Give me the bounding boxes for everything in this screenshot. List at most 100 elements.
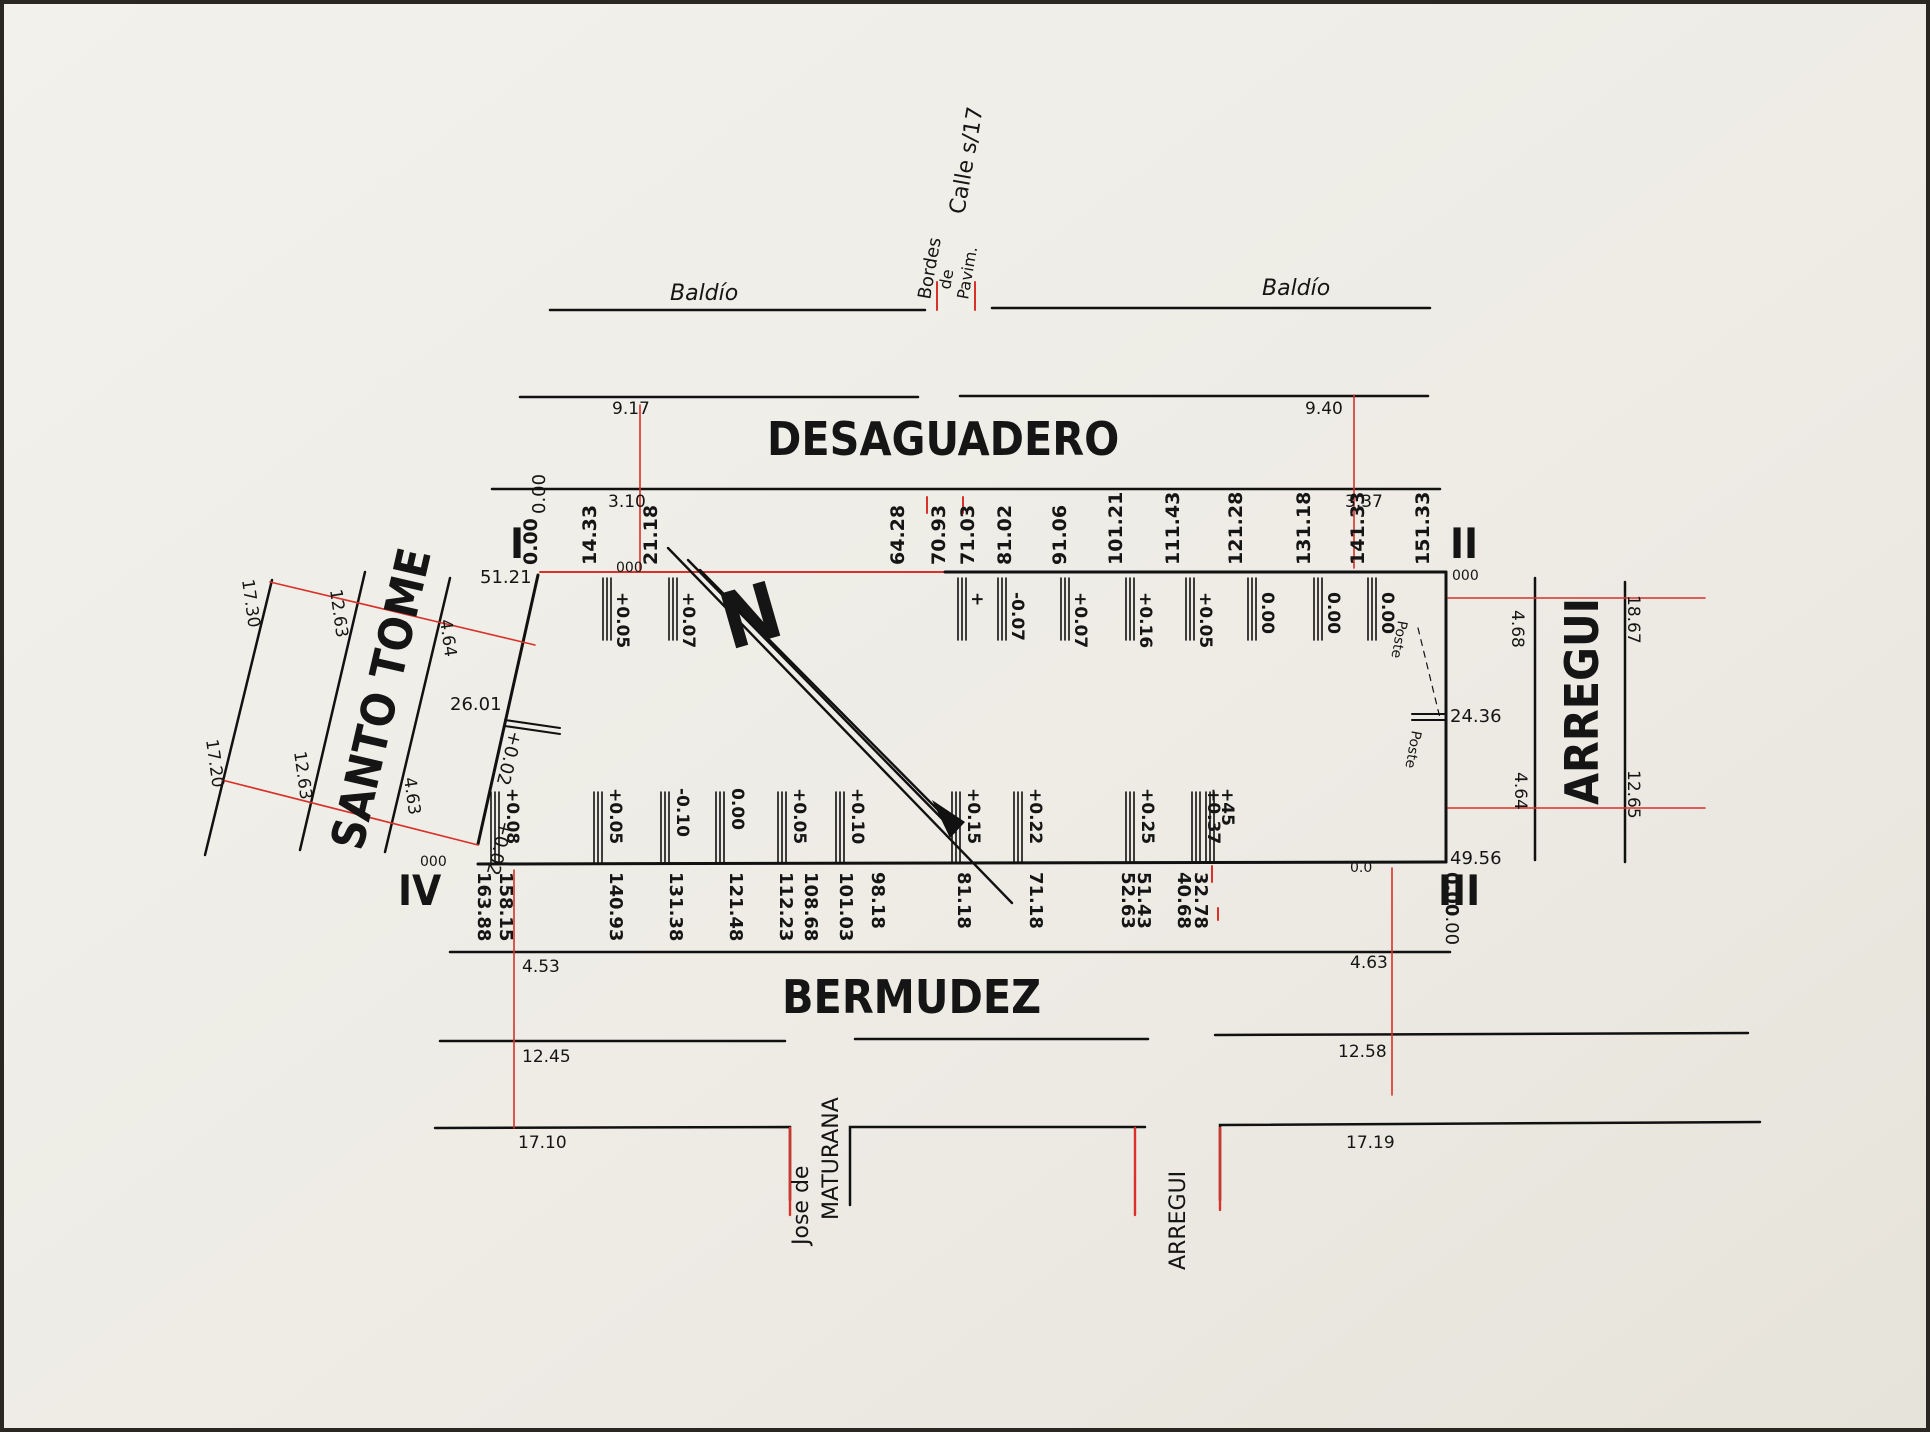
level-top-label: 0.00 [1257, 592, 1277, 634]
level-bottom-label: +0.25 [1137, 788, 1157, 844]
station-top-label: 111.43 [1162, 492, 1184, 565]
station-top-label: 131.18 [1293, 492, 1315, 565]
offset-right-468: 4.68 [1507, 610, 1527, 648]
street-label-jose-de: Jose de [789, 1166, 814, 1247]
station-top-label: 70.93 [928, 505, 950, 565]
station-top-label: 101.21 [1105, 492, 1127, 565]
note-de: de [935, 268, 957, 291]
hatch-mark [1247, 577, 1257, 641]
station-top-label: 151.33 [1412, 492, 1434, 565]
right-mid-value: 24.36 [1450, 706, 1502, 727]
station-bottom-label: 98.18 [867, 872, 888, 929]
hatch-marks-top [602, 577, 1377, 641]
hatch-mark [835, 791, 845, 863]
offset-right-1867: 18.67 [1623, 595, 1643, 644]
station-bottom-label: 158.15 [495, 872, 516, 941]
station-top-label: 91.06 [1049, 505, 1071, 565]
hatch-mark [1185, 577, 1195, 641]
level-bottom-label: +0.08 [502, 788, 522, 844]
station-top-label: 64.28 [887, 505, 909, 565]
station-top-label: 71.03 [957, 505, 979, 565]
level-bottom-label: +0.15 [963, 788, 983, 844]
station-bottom-label: 140.93 [605, 872, 626, 941]
level-bottom-label: +0.05 [605, 788, 625, 844]
station-bottom-label: 101.03 [835, 872, 856, 941]
hatch-mark [777, 791, 787, 863]
level-top-label: +0.05 [612, 592, 632, 648]
station-bottom-label: 0.00 [1441, 872, 1462, 916]
street-label-maturana: MATURANA [819, 1097, 844, 1220]
station-bottom-label: 163.88 [473, 872, 494, 941]
fence-line [504, 627, 1447, 735]
station-bottom-label: 51.43 [1133, 872, 1154, 929]
level-bottom-label: +0.37 [1203, 788, 1223, 844]
corner-label-1: I [510, 519, 524, 568]
station-top-label: 14.33 [579, 505, 601, 565]
level-bottom-label: +45 [1217, 788, 1237, 826]
offset-top-right-3: 3.37 [1345, 492, 1383, 512]
diagonal-measure [666, 546, 1014, 905]
hatch-mark [1125, 791, 1135, 863]
street-label-arregui: ARREGUI [1555, 598, 1609, 805]
hatch-mark [668, 577, 678, 641]
corner-3-zero: 0.00 [1441, 905, 1462, 945]
hatch-mark [593, 791, 603, 863]
level-top-label: +0.05 [1195, 592, 1215, 648]
hatch-mark [957, 577, 967, 641]
hatch-mark [602, 577, 612, 641]
corner-label-2: II [1450, 519, 1478, 568]
level-bottom-label: +0.22 [1025, 788, 1045, 844]
offset-bottom-left-4: 4.53 [522, 957, 560, 977]
corner-1-zero: 0.00 [529, 474, 550, 514]
station-bottom-label: 121.48 [725, 872, 746, 941]
station-bottom-label: 40.68 [1173, 872, 1194, 929]
level-top-label: 0.00 [1377, 592, 1397, 634]
dots-corner-4: 000 [420, 854, 447, 870]
street-label-desaguadero: DESAGUADERO [767, 412, 1119, 466]
station-bottom-label: 131.38 [665, 872, 686, 941]
corner-3-value: 49.56 [1450, 848, 1502, 869]
hatch-mark [1013, 791, 1023, 863]
offset-right-464: 4.64 [1510, 772, 1530, 810]
hatch-mark [1367, 577, 1377, 641]
station-top-label: 141.33 [1347, 492, 1369, 565]
level-bottom-label: +0.10 [847, 788, 867, 844]
station-bottom-label: 52.63 [1117, 872, 1138, 929]
paper [4, 4, 1926, 1428]
station-bottom-label: 32.78 [1190, 872, 1211, 929]
level-top-label: +0.07 [678, 592, 698, 648]
level-top-label: -0.07 [1007, 592, 1027, 641]
hatch-mark [1205, 791, 1215, 863]
corner-1-value: 51.21 [480, 567, 532, 588]
hatch-mark [715, 791, 725, 863]
note-baldio-left: Baldío [670, 281, 738, 306]
offset-top-left-3: 3.10 [608, 492, 646, 512]
level-top-label: + [967, 592, 987, 606]
dots-top-left: 000 [616, 560, 643, 576]
level-top-label: 0.00 [1323, 592, 1343, 634]
measurement-lines [221, 281, 1706, 1217]
station-top-label: 121.28 [1225, 492, 1247, 565]
station-top-label: 21.18 [640, 505, 662, 565]
hatch-mark [1125, 577, 1135, 641]
station-bottom-label: 108.68 [800, 872, 821, 941]
hatch-mark [1060, 577, 1070, 641]
station-bottom-label: 71.18 [1025, 872, 1046, 929]
offset-right-1265: 12.65 [1623, 770, 1643, 819]
offset-bottom-right-17: 17.19 [1346, 1133, 1395, 1153]
block-outline [476, 570, 1448, 866]
offset-bottom-right-4: 4.63 [1350, 953, 1388, 973]
hatch-mark [997, 577, 1007, 641]
station-bottom-label: 81.18 [953, 872, 974, 929]
street-label-bermudez: BERMUDEZ [782, 970, 1041, 1024]
hatch-mark [490, 791, 500, 863]
level-top-label: +0.07 [1070, 592, 1090, 648]
corner-label-4: IV [398, 866, 442, 915]
offset-top-right-9: 9.40 [1305, 399, 1343, 419]
station-top-label: 0.00 [520, 518, 542, 565]
offset-top-left-9: 9.17 [612, 399, 650, 419]
